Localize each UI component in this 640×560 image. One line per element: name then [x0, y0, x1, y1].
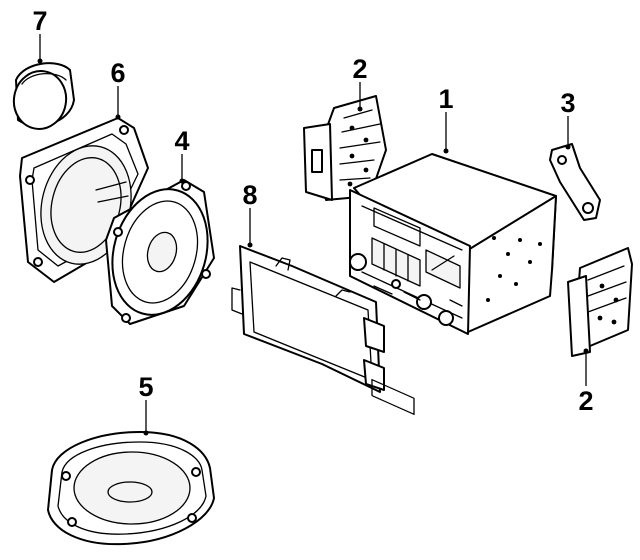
- callout-6: 6: [110, 58, 126, 120]
- callout-label: 8: [242, 180, 257, 210]
- front-speaker-part: [105, 179, 215, 325]
- callout-label: 6: [110, 58, 125, 88]
- callout-label: 1: [438, 84, 453, 114]
- callout-1: 1: [438, 84, 454, 154]
- callout-5: 5: [138, 372, 154, 436]
- rear-speaker-part: [47, 431, 215, 546]
- callout-3: 3: [560, 88, 576, 150]
- callout-8: 8: [242, 180, 258, 248]
- callout-label: 4: [174, 126, 189, 156]
- support-strap-part: [549, 143, 601, 221]
- callout-7: 7: [32, 6, 48, 64]
- bracket-upper-part: [303, 95, 387, 201]
- bracket-lower-part: [567, 247, 633, 357]
- callout-label: 2: [578, 386, 593, 416]
- callout-2-lower: 2: [578, 348, 594, 416]
- callout-label: 2: [352, 54, 367, 84]
- callout-label: 7: [32, 6, 47, 36]
- speaker-cover-part: [12, 62, 75, 130]
- callout-4: 4: [174, 126, 190, 184]
- radio-part: [349, 153, 557, 416]
- callout-label: 3: [560, 88, 575, 118]
- callout-label: 5: [138, 372, 153, 402]
- callout-2-upper: 2: [352, 54, 368, 112]
